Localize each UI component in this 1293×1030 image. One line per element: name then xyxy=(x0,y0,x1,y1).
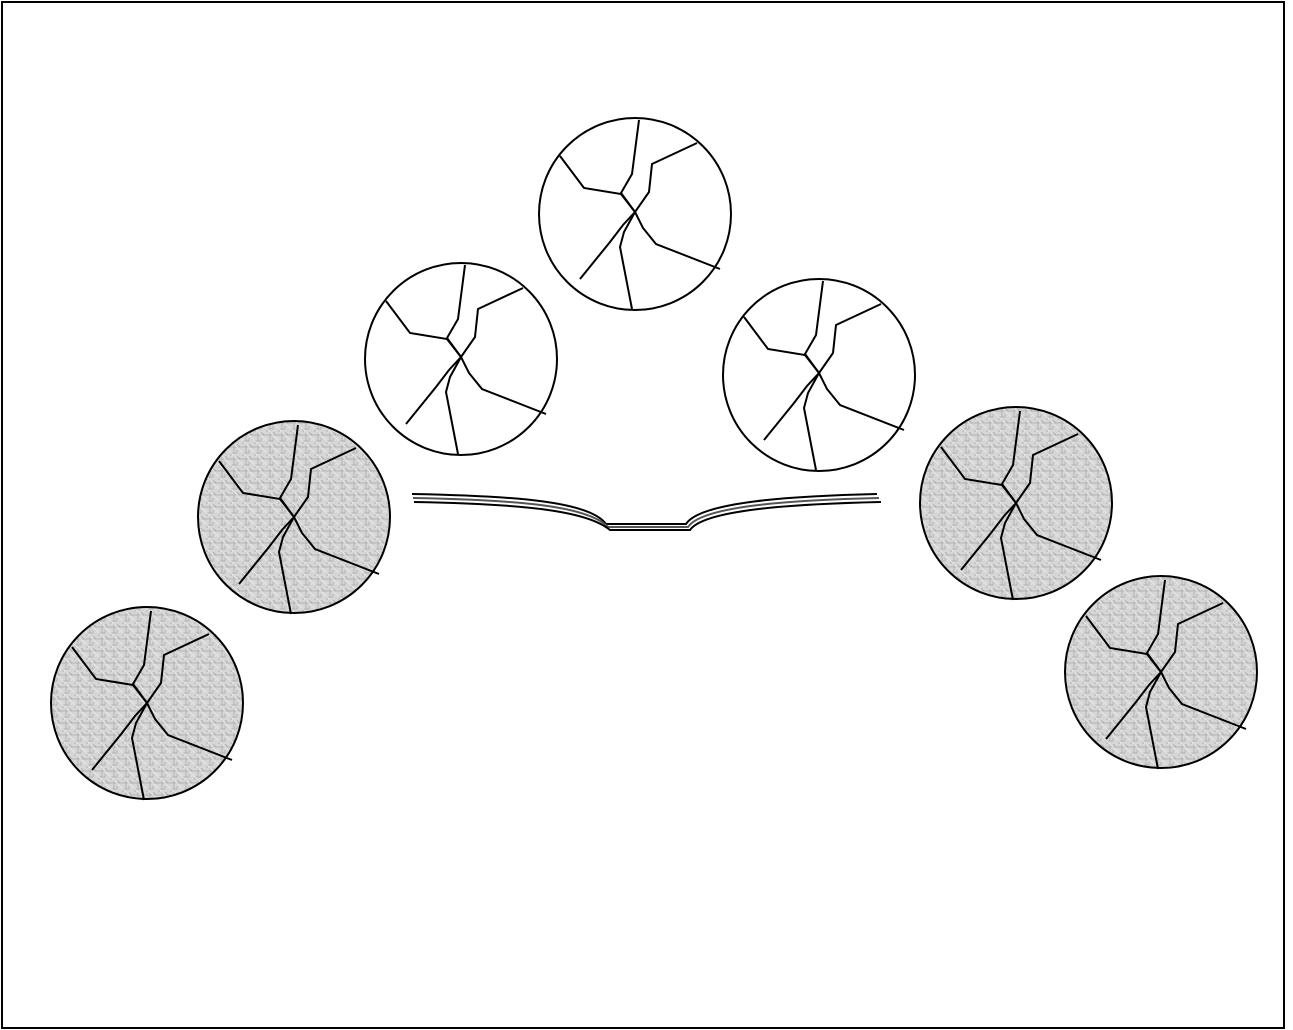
disc-lower-left-hatched xyxy=(51,607,243,800)
disc-mid-right-hatched xyxy=(920,407,1112,600)
disc-upper-right xyxy=(723,279,915,471)
disc-mid-left-hatched xyxy=(198,421,390,614)
disc-lower-right-hatched xyxy=(1065,576,1257,769)
triple-line-connector-icon xyxy=(412,494,881,530)
disc-top-center xyxy=(539,118,731,310)
disc-upper-left xyxy=(365,263,557,455)
